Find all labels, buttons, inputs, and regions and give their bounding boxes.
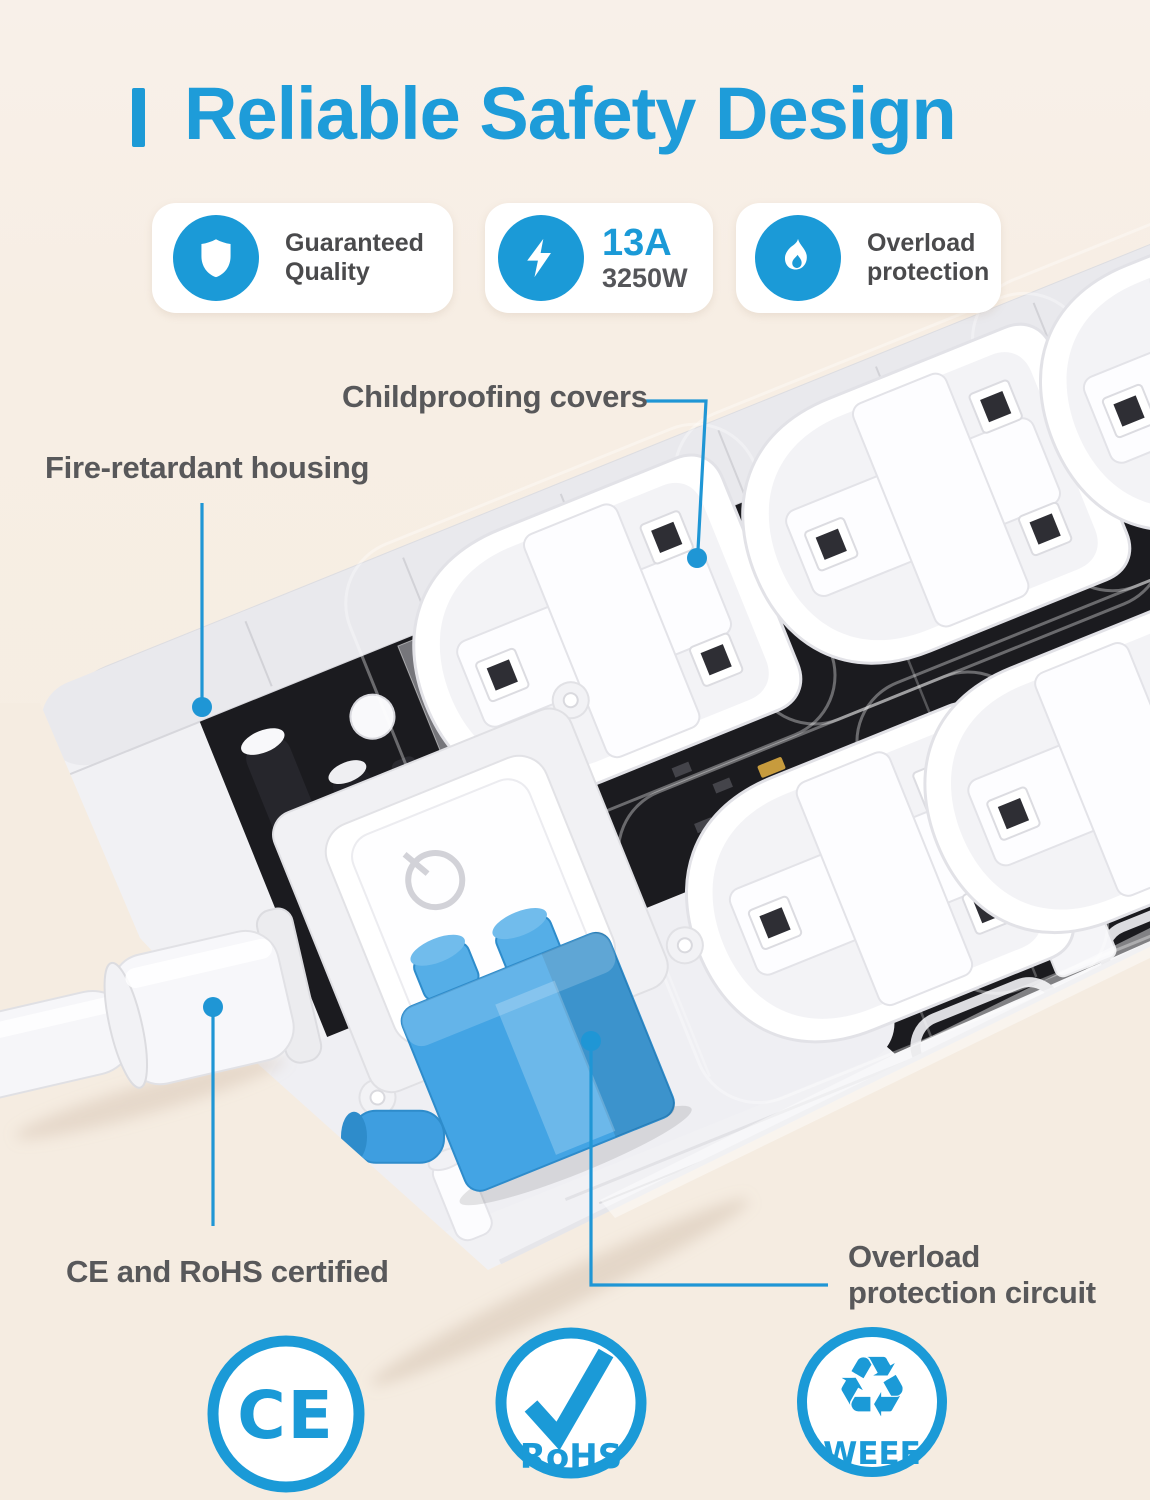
certification-ce: CE <box>207 1335 365 1493</box>
callout-fire-retardant-housing: Fire-retardant housing <box>45 450 370 485</box>
badge-overload-protection: Overload protection <box>736 203 1001 313</box>
power-cable <box>0 907 323 1100</box>
watts-rating: 3250W <box>602 262 688 293</box>
callout-ce-rohs-certified: CE and RoHS certified <box>66 1254 389 1289</box>
shield-icon <box>201 239 231 278</box>
callout-overload-protection-circuit: Overload protection circuit <box>848 1239 1096 1311</box>
badge-icon-circle <box>755 215 841 301</box>
recycle-icon: ♻ <box>834 1338 909 1436</box>
callout-leader-dots <box>192 548 707 1051</box>
svg-text:RoHS: RoHS <box>520 1437 622 1477</box>
badge-rating: 13A 3250W <box>602 221 688 293</box>
ce-mark-icon: CE <box>237 1377 335 1454</box>
amps-rating: 13A <box>602 221 672 264</box>
power-strip <box>41 32 1150 1334</box>
flame-icon <box>784 238 807 270</box>
page-title: Reliable Safety Design <box>184 72 957 155</box>
background-mask <box>0 703 1150 1500</box>
power-icon <box>402 850 466 911</box>
certification-rohs: RoHS <box>495 1327 647 1479</box>
weee-ring <box>797 1327 947 1477</box>
title-accent-bar <box>132 88 145 147</box>
ce-ring <box>207 1335 365 1493</box>
callout-leader-lines <box>200 399 828 1287</box>
certification-weee: ♻ WEEE <box>797 1327 947 1477</box>
svg-text:WEEE: WEEE <box>823 1436 921 1472</box>
callout-childproofing-covers: Childproofing covers <box>342 379 648 414</box>
badge-icon-circle <box>173 215 259 301</box>
badge-power-rating: 13A 3250W <box>485 203 713 313</box>
lightning-icon <box>527 238 551 278</box>
badge-guaranteed-quality: Guaranteed Quality <box>152 203 453 313</box>
badge-icon-circle <box>498 215 584 301</box>
checkmark-icon <box>524 1348 614 1451</box>
badge-label: Guaranteed Quality <box>285 228 424 287</box>
badge-label: Overload protection <box>867 228 990 287</box>
overload-protection-component <box>340 908 692 1206</box>
